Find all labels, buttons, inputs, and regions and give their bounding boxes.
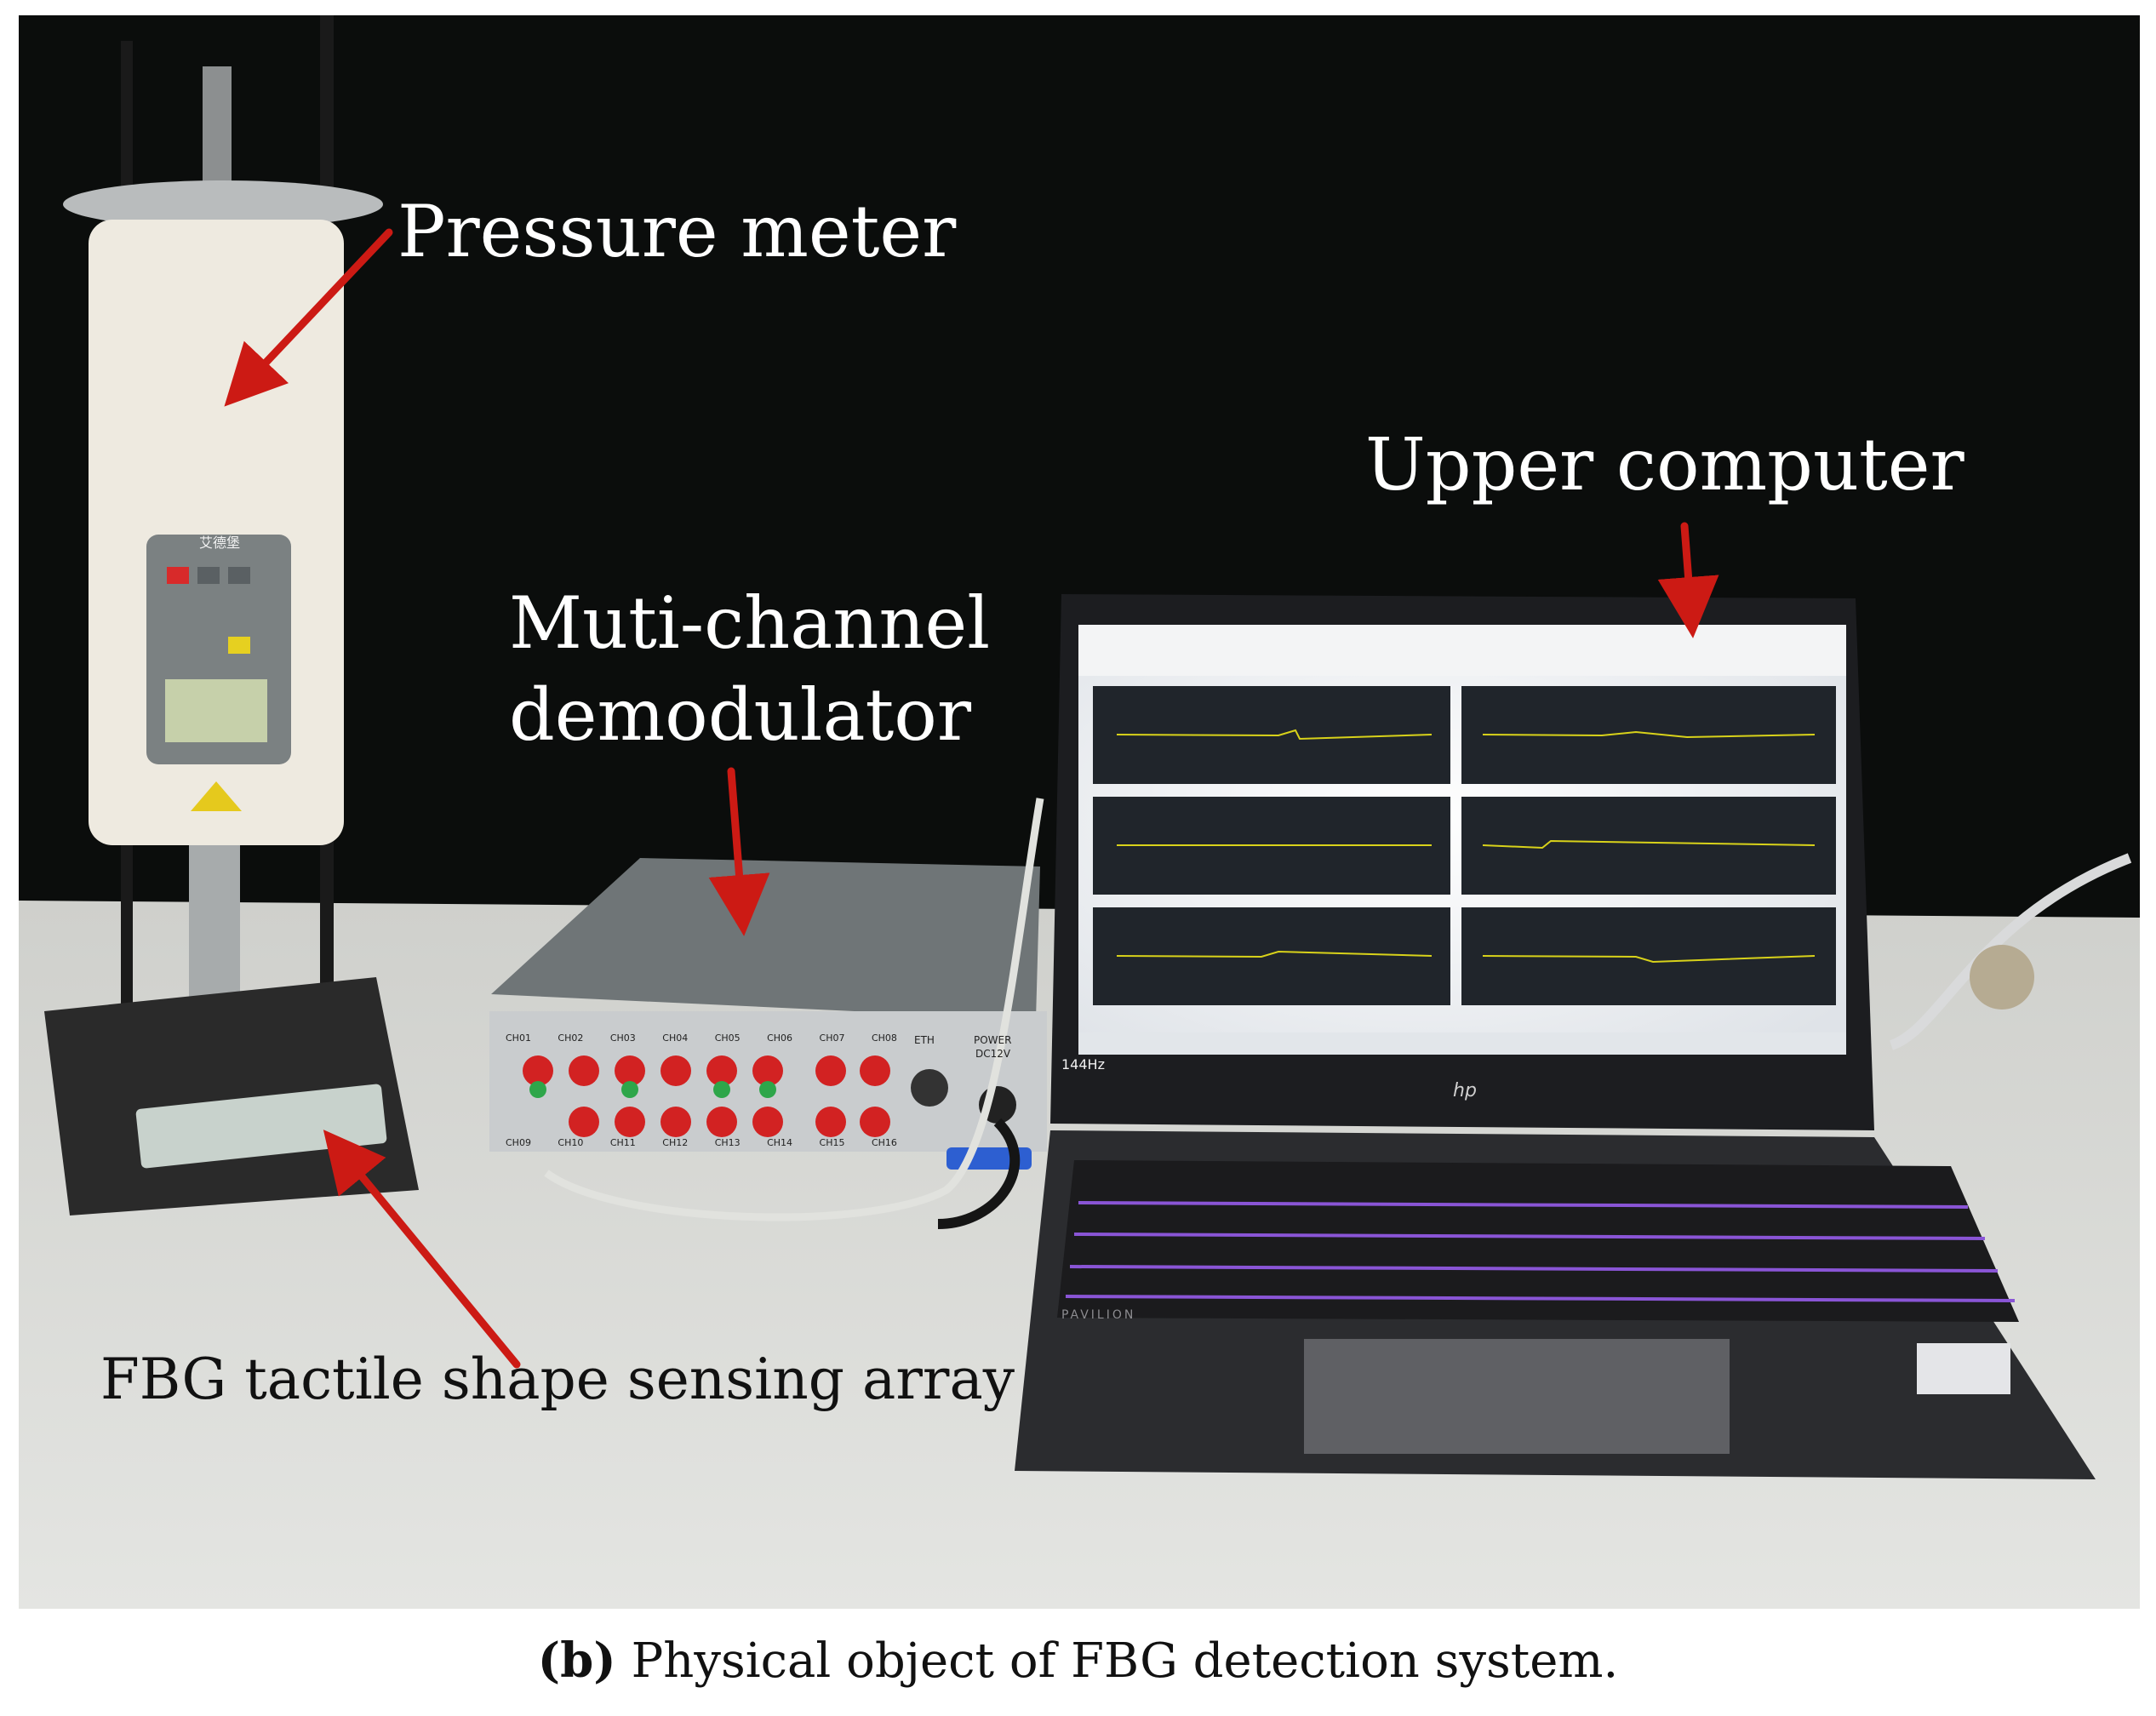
- laptop-model: PAVILION: [1061, 1308, 1136, 1322]
- label-demodulator-line2: demodulator: [509, 673, 972, 757]
- channel-row-bottom: CH09 CH10 CH11 CH12 CH13 CH14 CH15 CH16: [506, 1137, 897, 1148]
- eth-port-label: ETH: [914, 1034, 935, 1046]
- channel-label: CH10: [558, 1137, 584, 1148]
- label-pressure-meter: Pressure meter: [397, 190, 957, 273]
- channel-label: CH07: [819, 1032, 845, 1044]
- channel-label: CH06: [767, 1032, 793, 1044]
- caption-text: Physical object of FBG detection system.: [631, 1633, 1619, 1689]
- channel-label: CH14: [767, 1137, 793, 1148]
- refresh-badge: 144Hz: [1061, 1056, 1105, 1072]
- laptop-screen: [1050, 594, 1874, 1130]
- channel-label: CH08: [871, 1032, 897, 1044]
- channel-label: CH09: [506, 1137, 531, 1148]
- label-demodulator-line1: Muti-channel: [509, 581, 991, 665]
- demodulator-unit: [489, 858, 1047, 1170]
- label-upper-computer: Upper computer: [1365, 423, 1964, 506]
- channel-label: CH02: [558, 1032, 584, 1044]
- channel-row-top: CH01 CH02 CH03 CH04 CH05 CH06 CH07 CH08: [506, 1032, 897, 1044]
- label-fbg-array: FBG tactile shape sensing array: [100, 1347, 1015, 1412]
- laptop-base: [1015, 1130, 2096, 1479]
- channel-label: CH03: [609, 1032, 636, 1044]
- meter-brand: 艾德堡: [199, 535, 241, 551]
- channel-label: CH01: [506, 1032, 531, 1044]
- channel-label: CH15: [819, 1137, 845, 1148]
- channel-label: CH11: [609, 1137, 636, 1148]
- channel-label: CH12: [662, 1137, 689, 1148]
- power-port-label: POWER: [974, 1034, 1012, 1046]
- lab-scene: [19, 15, 2140, 1609]
- channel-label: CH04: [662, 1032, 689, 1044]
- fiber-cable: [544, 798, 1044, 1221]
- channel-label: CH05: [714, 1032, 741, 1044]
- caption-tag: (b): [537, 1633, 616, 1689]
- wall-socket: [1970, 945, 2034, 1010]
- photo: 艾德堡 hp PAVILION 144Hz CH01 CH02 CH03 CH0…: [19, 15, 2140, 1609]
- figure-caption: (b) Physical object of FBG detection sys…: [0, 1633, 2156, 1689]
- power-cable: [937, 1118, 1021, 1229]
- channel-label: CH16: [871, 1137, 897, 1148]
- annotation-arrows: [224, 228, 1719, 1369]
- laptop-brand-logo: hp: [1453, 1080, 1477, 1101]
- channel-label: CH13: [714, 1137, 741, 1148]
- power-spec-label: DC12V: [975, 1048, 1011, 1060]
